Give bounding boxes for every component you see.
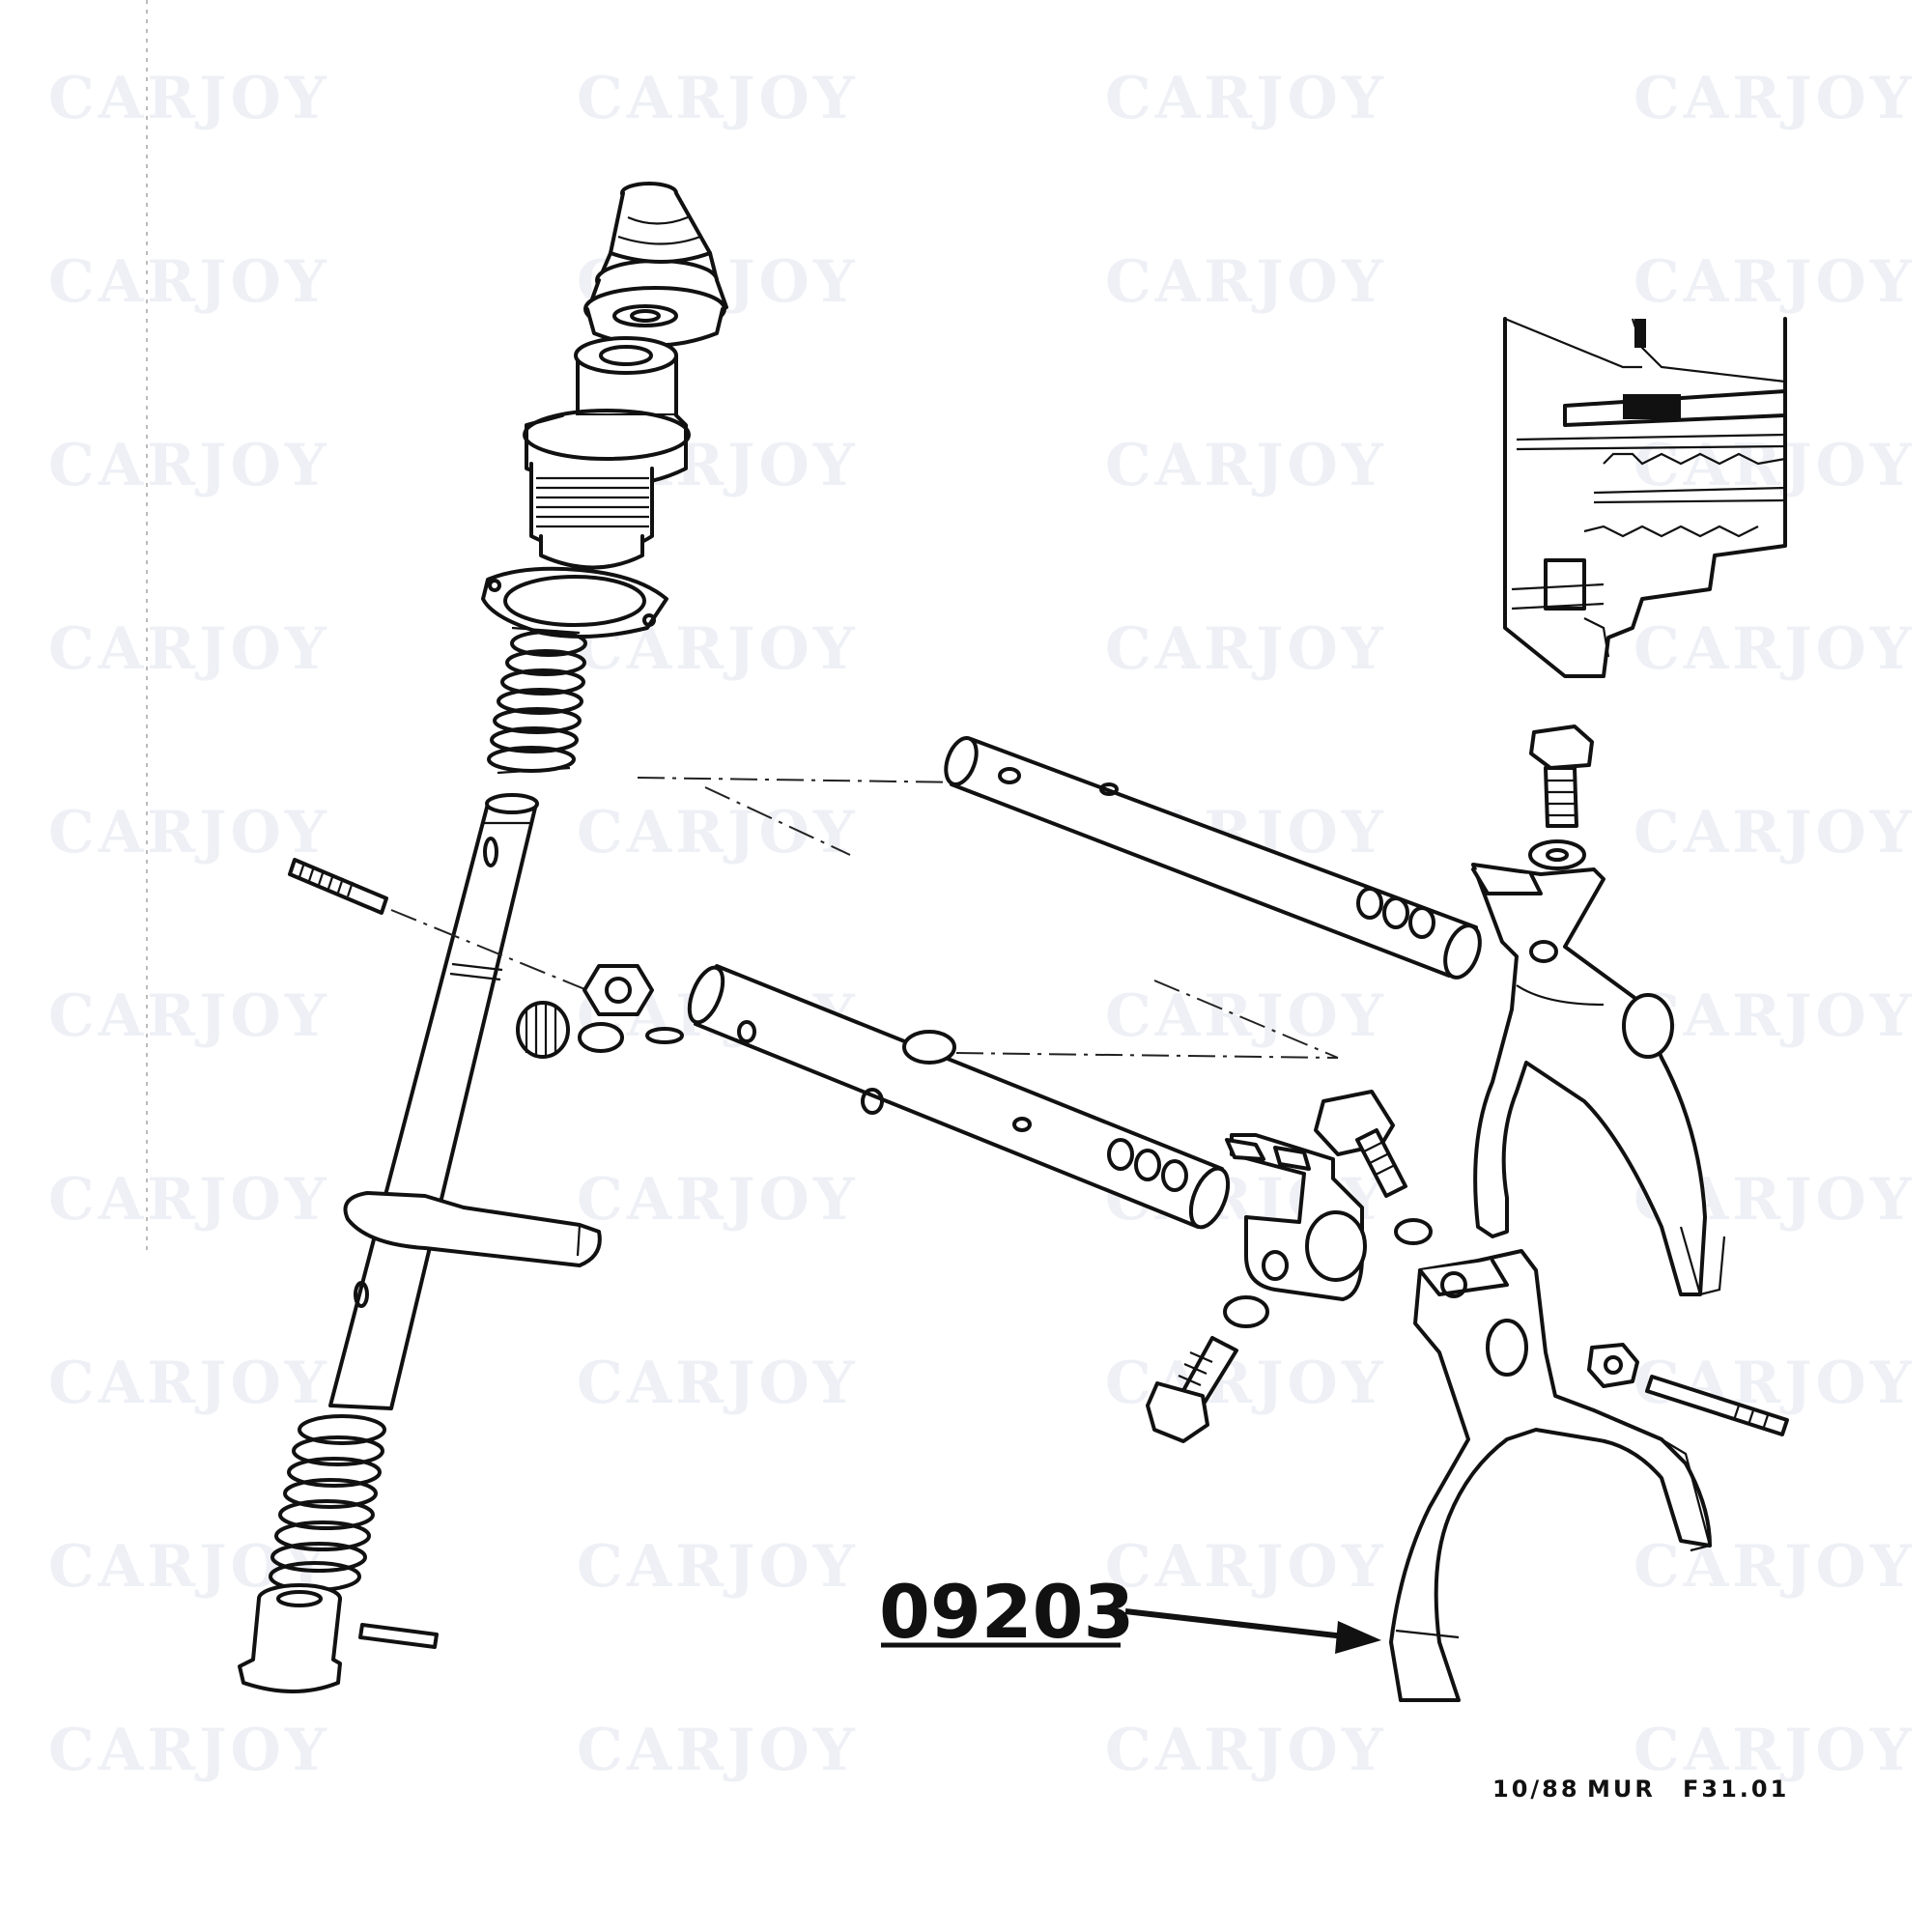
watermark-text: CARJOY <box>1105 1533 1387 1601</box>
watermark-text: CARJOY <box>577 799 859 867</box>
roll-pin <box>358 1623 439 1649</box>
watermark-text: CARJOY <box>577 1166 859 1234</box>
watermark-layer: CARJOY CARJOY CARJOY CARJOY CARJOY CARJOY CARJ… <box>48 65 1916 1784</box>
watermark-text: CARJOY <box>577 1350 859 1417</box>
reference-footer: 10/88 MUR F31.01 <box>1492 1776 1789 1803</box>
selector-finger <box>343 1191 602 1267</box>
watermark-text: CARJOY <box>1634 982 1916 1050</box>
selector-block <box>1225 1133 1367 1301</box>
gearbox-location-inset <box>1503 317 1787 678</box>
watermark-text: CARJOY <box>48 65 330 132</box>
assembly-lines <box>390 777 1339 1059</box>
watermark-text: CARJOY <box>1105 65 1387 132</box>
lower-selector-rod <box>687 964 1231 1230</box>
callout-arrow-shaft <box>1124 1608 1353 1640</box>
watermark-text: CARJOY <box>577 1717 859 1784</box>
watermark-text: CARJOY <box>48 1717 330 1784</box>
watermark-text: CARJOY <box>1634 248 1916 316</box>
watermark-text: CARJOY <box>48 1350 330 1417</box>
watermark-text: CARJOY <box>1634 65 1916 132</box>
fork-stud-and-nut <box>1587 1343 1789 1436</box>
watermark-text: CARJOY <box>48 799 330 867</box>
watermark-text: CARJOY <box>48 615 330 683</box>
watermark-text: CARJOY <box>1634 1717 1916 1784</box>
fork-bolt-upper <box>1314 1090 1407 1198</box>
watermark-text: CARJOY <box>48 1166 330 1234</box>
reference-figure: F31.01 <box>1683 1776 1789 1803</box>
watermark-text: CARJOY <box>1634 1533 1916 1601</box>
watermark-text: CARJOY <box>1105 615 1387 683</box>
watermark-text: CARJOY <box>1105 248 1387 316</box>
upper-selector-rod <box>944 736 1482 980</box>
lock-washer-lower <box>1223 1295 1269 1328</box>
part-number-label: 09203 <box>879 1569 1134 1655</box>
fork-bolt-lower <box>1146 1336 1238 1443</box>
watermark-text: CARJOY <box>577 1533 859 1601</box>
reference-code: MUR <box>1587 1776 1656 1803</box>
watermark-text: CARJOY <box>48 432 330 499</box>
detent-parts <box>516 964 956 1065</box>
lower-spring <box>269 1414 386 1592</box>
watermark-text: CARJOY <box>1105 1717 1387 1784</box>
watermark-text: CARJOY <box>1634 432 1916 499</box>
shaft-bushing <box>523 336 691 570</box>
watermark-text: CARJOY <box>48 982 330 1050</box>
shift-fork-lower <box>1389 1249 1712 1702</box>
watermark-text: CARJOY <box>1105 432 1387 499</box>
fork-bolt-top <box>1528 724 1594 870</box>
bottom-cup <box>238 1583 342 1693</box>
callout-arrow-head <box>1335 1621 1381 1654</box>
selector-shaft-assembly <box>238 182 728 1693</box>
washer <box>612 304 678 327</box>
part-callout: 09203 <box>879 1569 1381 1655</box>
watermark-text: CARJOY <box>1105 982 1387 1050</box>
shift-fork-upper <box>1471 863 1726 1296</box>
selector-shaft <box>328 793 539 1410</box>
watermark-text: CARJOY <box>577 65 859 132</box>
gasket <box>481 566 668 639</box>
detent-bolt <box>288 858 388 915</box>
lock-washer <box>1394 1218 1433 1245</box>
upper-spring <box>487 626 587 775</box>
watermark-text: CARJOY <box>48 248 330 316</box>
watermark-text: CARJOY <box>1634 615 1916 683</box>
watermark-text: CARJOY <box>1634 799 1916 867</box>
watermark-text: CARJOY <box>1634 1350 1916 1417</box>
reference-date: 10/88 <box>1492 1776 1580 1803</box>
